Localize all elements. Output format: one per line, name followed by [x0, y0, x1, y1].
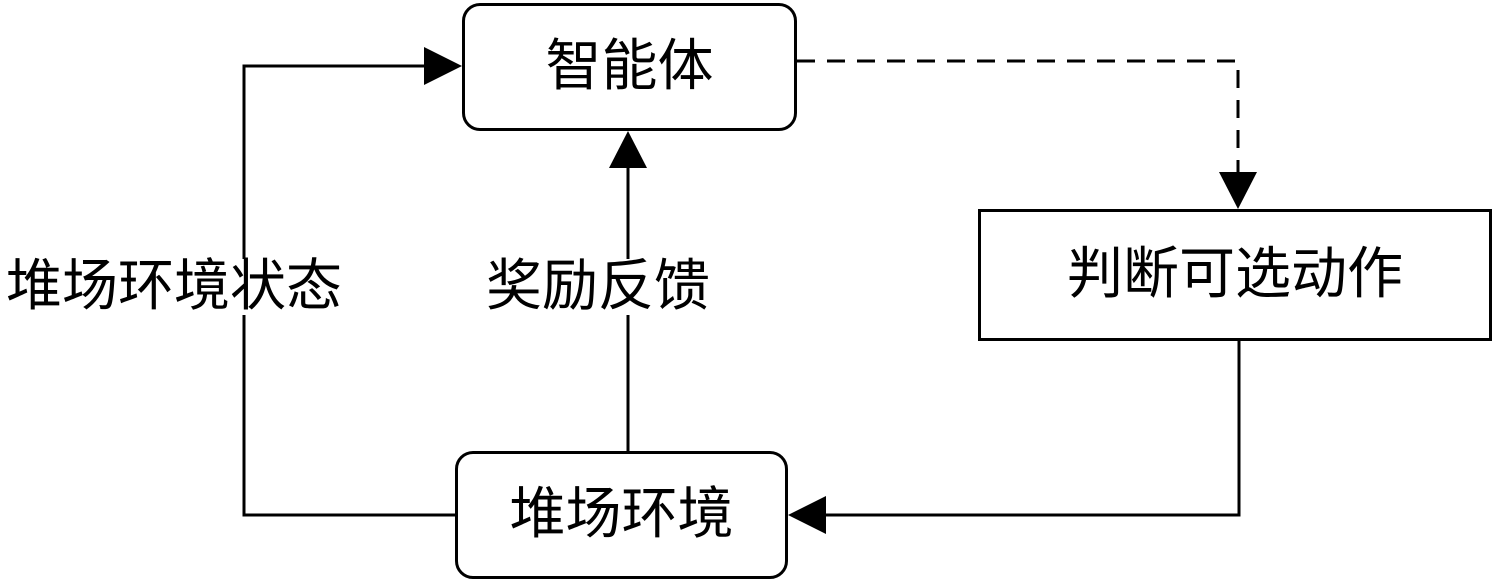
decision-edge-arrowhead — [1219, 172, 1257, 209]
action-judge-node-label: 判断可选动作 — [1067, 242, 1403, 307]
action-judge-node: 判断可选动作 — [978, 209, 1492, 341]
state-edge-label: 堆场环境状态 — [6, 254, 342, 319]
environment-node: 堆场环境 — [455, 451, 788, 579]
agent-node: 智能体 — [462, 3, 797, 131]
agent-node-label: 智能体 — [545, 34, 714, 99]
action-edge-arrowhead — [788, 496, 826, 534]
state-edge-arrowhead — [424, 47, 462, 85]
reward-edge-label: 奖励反馈 — [486, 254, 710, 319]
decision-edge-line — [797, 59, 1240, 172]
environment-node-label: 堆场环境 — [509, 482, 734, 547]
action-edge-line — [826, 341, 1241, 517]
reward-edge-arrowhead — [609, 131, 647, 168]
